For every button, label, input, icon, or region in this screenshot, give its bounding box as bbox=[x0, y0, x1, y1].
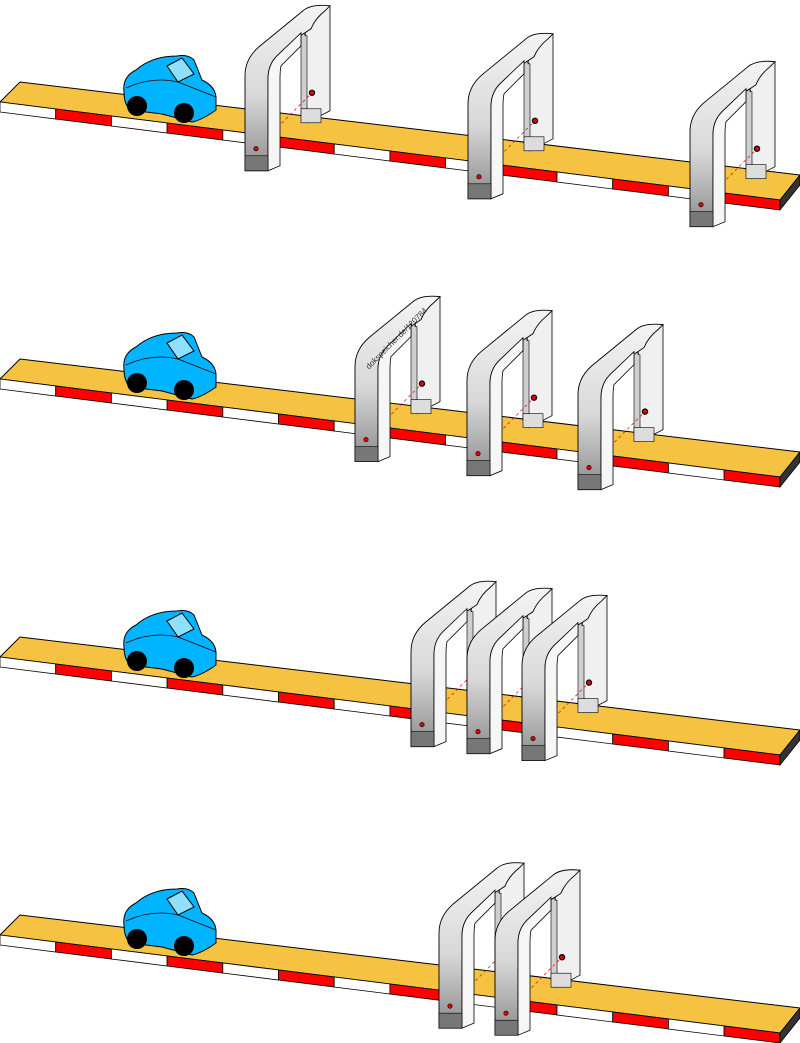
car-wheel-front bbox=[174, 103, 194, 123]
gate bbox=[466, 309, 553, 477]
gate-front-foot bbox=[521, 745, 546, 761]
sensor-emitter bbox=[476, 174, 482, 180]
gate-back-foot bbox=[745, 164, 767, 179]
gate bbox=[467, 32, 554, 200]
gate-front-leg-side bbox=[544, 621, 579, 762]
road-end bbox=[779, 451, 800, 489]
sensor-receiver bbox=[530, 394, 538, 401]
sensor-receiver bbox=[641, 408, 649, 415]
car-wheel-front bbox=[174, 936, 194, 956]
sensor-receiver bbox=[531, 117, 539, 125]
car-window bbox=[166, 334, 195, 360]
gate-front-leg-side bbox=[267, 31, 302, 172]
sensor-emitter bbox=[475, 729, 481, 735]
gate-back-foot bbox=[410, 399, 432, 414]
road-end bbox=[779, 729, 800, 767]
sensor-receiver bbox=[558, 953, 566, 961]
car bbox=[123, 55, 217, 123]
sensor-emitter bbox=[253, 146, 259, 152]
gate-back-foot bbox=[300, 108, 322, 124]
road-surface bbox=[0, 914, 800, 1034]
sensor-receiver bbox=[753, 145, 761, 152]
sensor-emitter bbox=[447, 1003, 453, 1009]
car-edge bbox=[125, 356, 217, 375]
gate-front-leg-side bbox=[489, 614, 524, 755]
road-end bbox=[779, 1007, 800, 1043]
gate-front-foot bbox=[689, 211, 714, 227]
car-edge bbox=[125, 634, 217, 653]
car-edge bbox=[125, 79, 217, 98]
gate-front-foot bbox=[410, 731, 435, 747]
car-window bbox=[166, 612, 195, 638]
gate-back-foot bbox=[633, 427, 655, 442]
gate bbox=[521, 594, 608, 762]
gate bbox=[494, 869, 581, 1036]
gate bbox=[244, 4, 331, 172]
sensor-receiver bbox=[308, 89, 316, 96]
car-edge bbox=[125, 912, 217, 931]
gate-front-foot bbox=[354, 446, 379, 462]
sensor-emitter bbox=[698, 202, 704, 208]
gate-front-foot bbox=[438, 1012, 463, 1029]
sensor-receiver bbox=[585, 679, 593, 686]
gate-back-foot bbox=[522, 413, 544, 428]
gate-back-foot bbox=[523, 136, 545, 152]
gate-front-leg-side bbox=[489, 336, 524, 477]
car bbox=[123, 888, 217, 956]
car-wheel-rear bbox=[127, 651, 147, 671]
panel-1 bbox=[0, 4, 800, 228]
gate-front-foot bbox=[494, 1019, 519, 1036]
sensor-receiver bbox=[418, 380, 426, 387]
gate-front-foot bbox=[244, 155, 269, 172]
road-surface bbox=[0, 358, 800, 478]
car-wheel-rear bbox=[127, 929, 147, 949]
gate bbox=[689, 60, 776, 228]
panel-3 bbox=[0, 580, 800, 767]
panel-2: dokspeicher.de/120784 bbox=[0, 295, 800, 491]
road-end bbox=[779, 174, 800, 212]
gate-front-foot bbox=[466, 460, 491, 476]
gate-front-foot bbox=[577, 474, 602, 490]
sensor-emitter bbox=[419, 722, 425, 728]
panel-4 bbox=[0, 862, 800, 1043]
car bbox=[123, 332, 217, 400]
sensor-emitter bbox=[530, 736, 536, 742]
car-wheel-rear bbox=[127, 373, 147, 393]
gate-front-foot bbox=[467, 183, 492, 200]
sensor-emitter bbox=[586, 465, 592, 471]
car-window bbox=[166, 890, 195, 916]
car-wheel-front bbox=[174, 380, 194, 400]
gate bbox=[577, 323, 664, 491]
gate-back-foot bbox=[550, 972, 572, 988]
gate-front-leg-side bbox=[461, 889, 496, 1029]
gate-front-leg-side bbox=[600, 350, 635, 491]
gate-front-leg-side bbox=[712, 87, 747, 228]
gate-front-leg-side bbox=[490, 59, 525, 200]
car-wheel-rear bbox=[127, 96, 147, 116]
car bbox=[123, 610, 217, 678]
car-window bbox=[166, 57, 195, 83]
gate-front-foot bbox=[466, 738, 491, 754]
sensor-emitter bbox=[475, 451, 481, 457]
gate-front-leg-side bbox=[517, 896, 552, 1036]
road-surface bbox=[0, 81, 800, 201]
car-wheel-front bbox=[174, 658, 194, 678]
gate-front-leg-side bbox=[377, 322, 412, 463]
gate-back-foot bbox=[577, 698, 599, 713]
sensor-emitter bbox=[503, 1010, 509, 1016]
sensor-emitter bbox=[363, 437, 369, 443]
road-surface bbox=[0, 636, 800, 756]
gate-front-leg-side bbox=[433, 607, 468, 748]
